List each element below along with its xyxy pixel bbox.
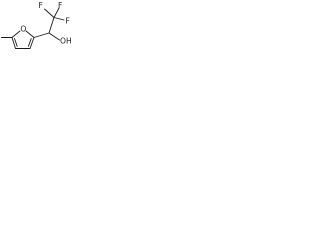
bond-c3-c2-double <box>27 38 32 47</box>
atom-fluorine-top-left: F <box>39 1 43 10</box>
bond-c5-c4 <box>11 37 16 49</box>
bond-o-c5 <box>11 30 21 38</box>
structure-canvas: F F F O OH <box>0 0 100 65</box>
bond-carbinol-cf3 <box>48 17 55 34</box>
atom-ring-oxygen: O <box>20 25 26 34</box>
atom-hydroxyl: OH <box>60 37 72 46</box>
bond-carbinol-oh <box>48 32 60 41</box>
bond-cf-top-left <box>44 8 55 18</box>
molecule-structure: F F F O OH <box>1 1 72 49</box>
bond-furan-carbinol <box>33 32 50 38</box>
atom-fluorine-top-right: F <box>58 1 62 10</box>
bond-c3-c2 <box>29 37 35 49</box>
bond-c5-c4-double <box>14 38 18 47</box>
atom-fluorine-right: F <box>66 17 70 26</box>
bond-cf-right <box>53 17 65 21</box>
bond-cf-top-right <box>53 7 60 18</box>
bond-c2-o <box>25 30 35 38</box>
